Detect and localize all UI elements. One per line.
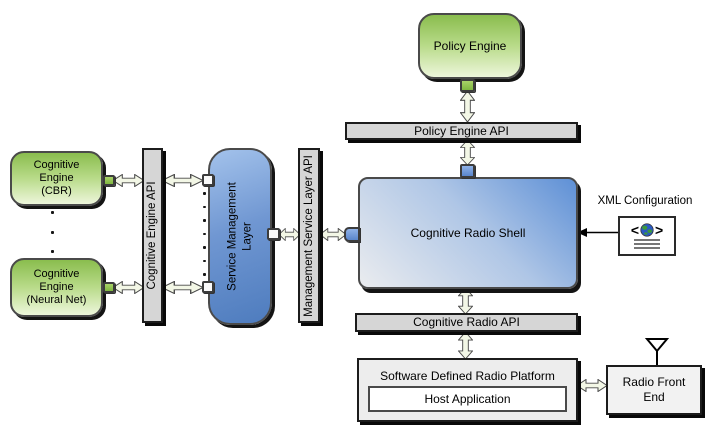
nn-engine-port (103, 282, 115, 293)
xml-icon-text-line (634, 247, 660, 249)
cognitive-radio-api-bar: Cognitive Radio API (355, 313, 578, 332)
cognitive-engine-api-label: Cognitive Engine API (146, 181, 159, 290)
xml-icon-text-line (634, 243, 660, 245)
cognitive-engine-cbr-label: Cognitive Engine (CBR) (33, 158, 80, 198)
xml-configuration-label: XML Configuration (597, 195, 693, 207)
xml-open-bracket: < (630, 222, 639, 238)
xml-close-bracket: > (655, 222, 664, 238)
arrow-policy-engine-to-pe-api (460, 91, 475, 122)
radio-front-end-label: Radio Front End (622, 375, 686, 404)
arrow-ce-api-to-sml-top (162, 174, 203, 187)
management-service-layer-api-bar (298, 148, 320, 323)
shell-left-port (344, 227, 360, 242)
ellipsis-dot (203, 273, 206, 276)
ellipsis-dot (203, 246, 206, 249)
cognitive-engine-nn-label: Cognitive Engine (Neural Net) (26, 267, 87, 307)
ellipsis-dot (50, 230, 54, 234)
service-management-layer-node (208, 148, 272, 325)
policy-engine-port (460, 79, 475, 92)
policy-engine-node: Policy Engine (418, 13, 522, 79)
xml-document-globe-icon: < > (618, 216, 676, 256)
policy-engine-api-bar: Policy Engine API (345, 122, 578, 140)
service-management-layer-label: Service Management Layer (226, 182, 253, 291)
antenna-icon (644, 338, 670, 365)
management-service-layer-api-label: Management Service Layer API (302, 155, 315, 317)
sml-right-port (267, 228, 280, 240)
arrow-sml-to-msl-api (279, 228, 300, 241)
cognitive-radio-shell-node: Cognitive Radio Shell (358, 177, 578, 289)
ellipsis-dot (203, 219, 206, 222)
sml-left-port-bottom (202, 281, 214, 293)
policy-engine-api-label: Policy Engine API (414, 123, 509, 138)
sml-edge-ellipsis-dots (203, 192, 206, 276)
arrow-nn-to-ce-api (113, 281, 144, 294)
radio-front-end-node: Radio Front End (606, 365, 702, 415)
sdr-platform-label: Software Defined Radio Platform (380, 369, 555, 383)
shell-top-port (460, 164, 475, 178)
ellipsis-dot (50, 250, 54, 253)
cbr-engine-port (103, 175, 115, 186)
arrow-sdr-platform-to-radio-front-end (577, 379, 607, 392)
xml-icon-brackets-row: < > (631, 223, 663, 237)
cognitive-radio-api-label: Cognitive Radio API (413, 315, 520, 329)
arrow-ce-api-to-sml-bottom (162, 281, 203, 294)
host-application-node: Host Application (368, 386, 567, 412)
policy-engine-label: Policy Engine (433, 38, 507, 53)
cognitive-engine-api-bar (142, 148, 163, 323)
arrow-msl-api-to-shell (320, 228, 346, 241)
vertical-ellipsis-dots (50, 211, 54, 253)
xml-icon-text-line (634, 239, 660, 241)
arrow-cr-api-to-sdr-platform (458, 332, 473, 359)
globe-icon (640, 223, 654, 237)
sml-left-port-top (202, 174, 214, 186)
cognitive-engine-cbr-node: Cognitive Engine (CBR) (10, 151, 103, 206)
ellipsis-dot (203, 205, 206, 209)
cognitive-engine-nn-node: Cognitive Engine (Neural Net) (10, 258, 103, 317)
host-application-label: Host Application (424, 391, 511, 406)
ellipsis-dot (203, 192, 206, 195)
arrow-xml-config-to-shell (577, 228, 618, 237)
sdr-platform-node: Software Defined Radio Platform Host App… (357, 358, 578, 422)
arrow-cbr-to-ce-api (113, 174, 144, 187)
ellipsis-dot (50, 211, 54, 214)
arrow-shell-to-cr-api (458, 288, 473, 314)
arrow-pe-api-to-shell (460, 140, 475, 165)
ellipsis-dot (203, 259, 206, 263)
cognitive-radio-shell-label: Cognitive Radio Shell (410, 225, 526, 240)
ellipsis-dot (203, 232, 206, 236)
